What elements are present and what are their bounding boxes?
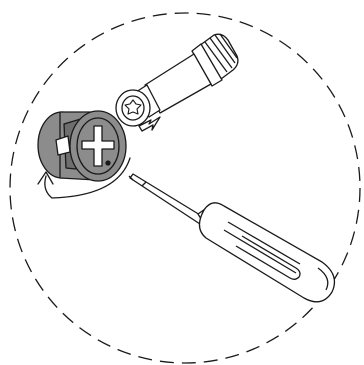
cam-lock-nut-icon	[38, 111, 126, 181]
connector-bolt-icon	[116, 34, 238, 126]
screwdriver-icon	[129, 174, 334, 302]
